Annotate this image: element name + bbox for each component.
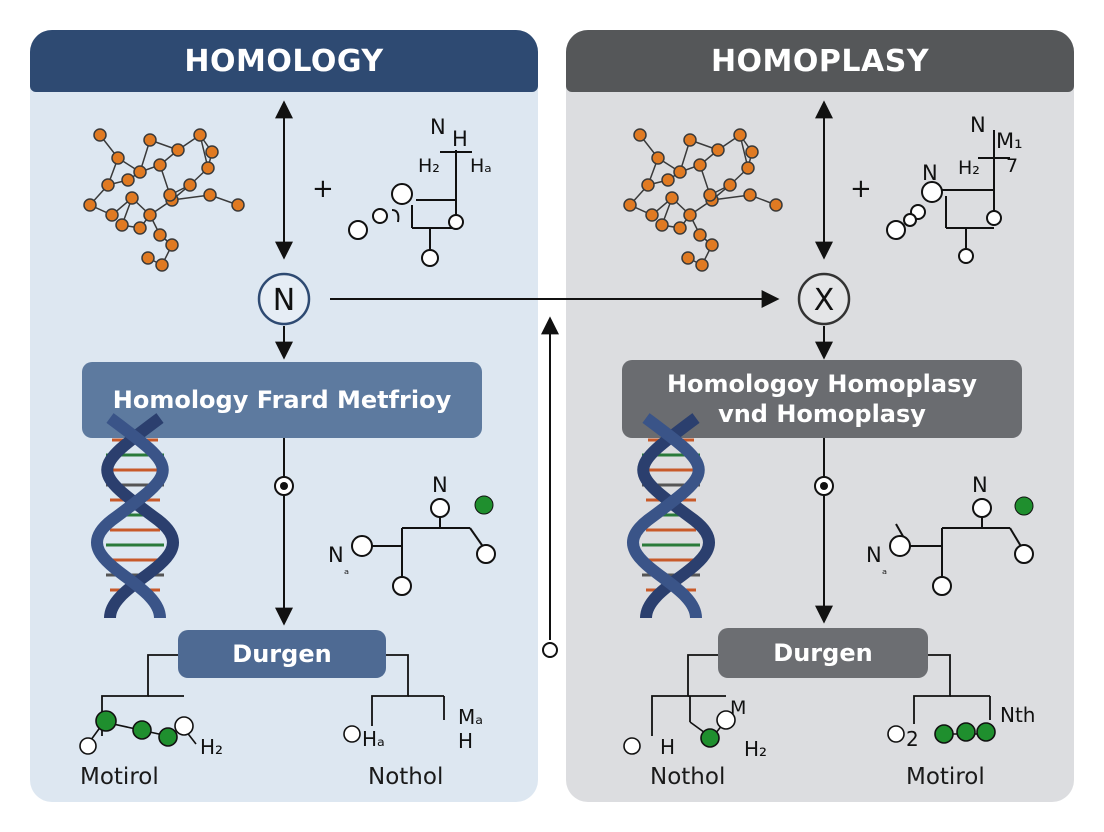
chem-label: H₂ <box>418 155 440 177</box>
chem-label: H₂ <box>958 157 980 179</box>
homoplasy-header: HOMOPLASY <box>566 30 1074 92</box>
chem-label: N <box>972 473 988 497</box>
dna-helix-icon <box>627 413 715 619</box>
node-circle-icon <box>257 272 311 326</box>
node-circle-icon <box>542 642 558 658</box>
chem-label: ₐ <box>882 563 887 578</box>
chem-label: 7 <box>1006 155 1018 177</box>
chem-label: Mₐ <box>458 705 483 729</box>
leaf-molecule-right <box>343 725 361 743</box>
chem-label: M <box>730 697 746 719</box>
homology-leaf-left-label: Motirol <box>80 764 159 790</box>
molecule-network-icon <box>623 128 783 272</box>
chemical-structure-icon <box>889 498 1034 596</box>
chem-label: Nth <box>1000 703 1035 727</box>
chemical-structure-icon <box>351 498 496 596</box>
chem-label: N <box>432 473 448 497</box>
chem-label: H <box>660 735 675 759</box>
homoplasy-leaf-left-label: Nothol <box>650 764 726 790</box>
homoplasy-leaf-right-label: Motirol <box>906 764 985 790</box>
dna-helix-icon <box>91 413 179 619</box>
node-letter-n: N <box>273 283 295 318</box>
node-dot <box>820 482 828 490</box>
homology-leaf-right-label: Nothol <box>368 764 444 790</box>
plus-sign: + <box>850 174 872 204</box>
green-atom <box>474 495 494 515</box>
chem-label: ₐ <box>344 563 349 578</box>
chem-label: 2 <box>906 727 919 751</box>
homoplasy-mid-line2: vnd Homoplasy <box>718 400 926 428</box>
chem-label: N <box>430 115 446 139</box>
homoplasy-mid-line1: Homologoy Homoplasy <box>666 370 978 398</box>
chem-label: H <box>458 729 473 753</box>
tree-lines <box>101 654 445 736</box>
chemical-structure-icon <box>886 130 1010 264</box>
chemical-structure-icon <box>348 150 472 267</box>
chem-label: H₂ <box>744 737 767 761</box>
chem-label: N <box>866 543 882 567</box>
leaf-molecule-left <box>623 710 736 755</box>
homoplasy-durgen-box: Durgen <box>718 628 928 678</box>
plus-sign: + <box>312 174 334 204</box>
tree-lines <box>651 654 991 736</box>
chem-label: H₂ <box>200 735 223 759</box>
chem-label: H <box>452 127 468 151</box>
chem-label: M₁ <box>996 129 1023 153</box>
node-dot <box>280 482 288 490</box>
node-letter-x: X <box>814 283 835 318</box>
chem-label: N <box>922 161 938 185</box>
homology-durgen-box: Durgen <box>178 630 386 678</box>
node-circle-icon <box>797 272 851 326</box>
green-atom <box>1014 496 1034 516</box>
homology-header: HOMOLOGY <box>30 30 538 92</box>
chem-label: Hₐ <box>470 155 492 177</box>
molecule-network-icon <box>83 128 245 272</box>
chem-label: N <box>970 113 986 137</box>
leaf-molecule-right <box>887 722 996 744</box>
chem-label: N <box>328 543 344 567</box>
leaf-molecule-left <box>79 710 197 755</box>
chem-label: Hₐ <box>362 727 385 751</box>
